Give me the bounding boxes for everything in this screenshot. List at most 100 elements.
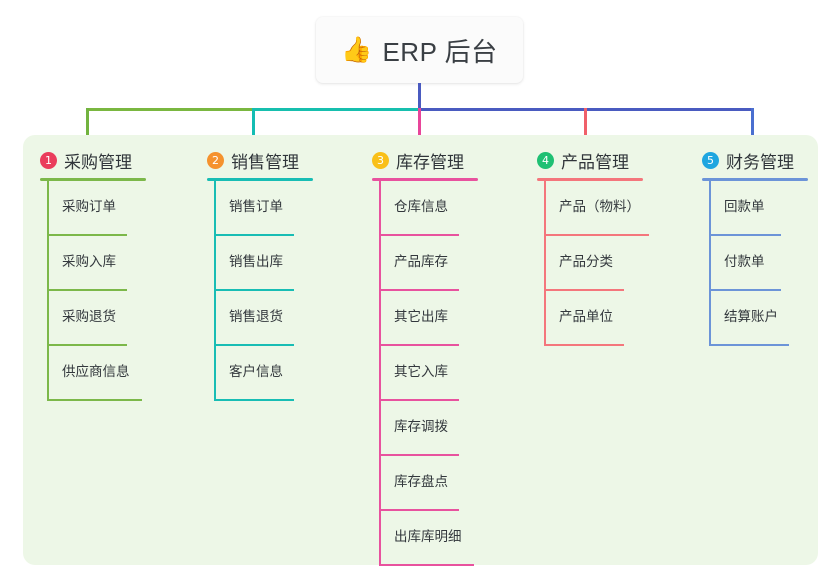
branch-header-rule [537, 178, 643, 181]
branch-items: 销售订单销售出库销售退货客户信息 [207, 181, 357, 401]
branch-item-label: 回款单 [724, 199, 765, 214]
branch-item-label: 供应商信息 [62, 364, 130, 379]
connector-drop-product [584, 108, 587, 136]
branch-header-rule [40, 178, 146, 181]
branch-item-rule [379, 344, 459, 346]
branch-item-rule [709, 234, 781, 236]
branch-item-rule [709, 344, 789, 346]
branch-header-3[interactable]: 3 库存管理 [372, 148, 522, 172]
connector-drop-inventory [418, 108, 421, 136]
branch-column-4: 4 产品管理产品（物料） 产品分类产品单位 [537, 148, 687, 346]
branch-items: 仓库信息产品库存其它出库其它入库库存调拨库存盘点出库库明细 [372, 181, 522, 566]
branch-item[interactable]: 产品（物料） [537, 181, 687, 236]
branch-item[interactable]: 回款单 [702, 181, 832, 236]
branch-item-rule [709, 289, 781, 291]
branch-item-rule [379, 289, 459, 291]
branch-item-rule [214, 289, 294, 291]
branch-items: 采购订单采购入库采购退货供应商信息 [40, 181, 190, 401]
branch-item[interactable]: 付款单 [702, 236, 832, 291]
branch-item-label: 产品（物料） [559, 199, 640, 214]
connector-bar-teal [252, 108, 420, 111]
branch-item-label: 销售出库 [229, 254, 283, 269]
branch-item-label: 销售订单 [229, 199, 283, 214]
branch-item[interactable]: 采购入库 [40, 236, 190, 291]
branch-item-rule [214, 344, 294, 346]
branch-item-label: 产品分类 [559, 254, 613, 269]
branch-item[interactable]: 销售退货 [207, 291, 357, 346]
connector-drop-finance [751, 108, 754, 136]
branch-items: 回款单付款单结算账户 [702, 181, 832, 346]
branch-spine [544, 181, 546, 346]
branch-title: 产品管理 [561, 152, 629, 172]
branch-badge-icon: 3 [372, 151, 389, 169]
connector-drop-procurement [86, 108, 89, 136]
branch-item-rule [47, 344, 127, 346]
branch-badge-icon: 4 [537, 151, 554, 169]
branch-item[interactable]: 库存调拨 [372, 401, 522, 456]
branch-items: 产品（物料） 产品分类产品单位 [537, 181, 687, 346]
branch-item[interactable]: 仓库信息 [372, 181, 522, 236]
branch-item[interactable]: 产品单位 [537, 291, 687, 346]
branch-item-label: 库存调拨 [394, 419, 448, 434]
branch-item-label: 其它入库 [394, 364, 448, 379]
branch-title: 采购管理 [64, 152, 132, 172]
branch-item-label: 销售退货 [229, 309, 283, 324]
branch-item[interactable]: 产品库存 [372, 236, 522, 291]
branch-item-label: 仓库信息 [394, 199, 448, 214]
thumbs-up-icon: 👍 [341, 35, 373, 64]
branch-item-label: 采购入库 [62, 254, 116, 269]
branch-title: 财务管理 [726, 152, 794, 172]
branch-title: 销售管理 [231, 152, 299, 172]
branch-item[interactable]: 产品分类 [537, 236, 687, 291]
branch-column-1: 1 采购管理采购订单采购入库采购退货供应商信息 [40, 148, 190, 401]
branch-header-1[interactable]: 1 采购管理 [40, 148, 190, 172]
branch-item[interactable]: 销售出库 [207, 236, 357, 291]
branch-item[interactable]: 销售订单 [207, 181, 357, 236]
branch-item-rule [379, 399, 459, 401]
branch-column-2: 2 销售管理销售订单销售出库销售退货客户信息 [207, 148, 357, 401]
branch-item[interactable]: 采购订单 [40, 181, 190, 236]
connector-drop-sales [252, 108, 255, 136]
branch-item[interactable]: 出库库明细 [372, 511, 522, 566]
branch-title: 库存管理 [396, 152, 464, 172]
branch-item-rule [47, 399, 142, 401]
root-node[interactable]: 👍 ERP 后台 [316, 17, 523, 83]
branch-item-rule [47, 289, 127, 291]
branch-item-rule [379, 234, 459, 236]
branch-item-label: 结算账户 [724, 309, 778, 324]
branch-item[interactable]: 其它入库 [372, 346, 522, 401]
branch-item-label: 库存盘点 [394, 474, 448, 489]
branch-item[interactable]: 客户信息 [207, 346, 357, 401]
branch-item[interactable]: 库存盘点 [372, 456, 522, 511]
branch-item-label: 产品库存 [394, 254, 448, 269]
branch-item-rule [544, 289, 624, 291]
branch-badge-icon: 1 [40, 151, 57, 169]
branch-badge-icon: 2 [207, 151, 224, 169]
connector-bar-green [86, 108, 254, 111]
root-title: ERP 后台 [382, 36, 498, 67]
branch-spine [47, 181, 49, 401]
connector-trunk [418, 83, 421, 109]
branch-spine [379, 181, 381, 566]
branch-item-label: 客户信息 [229, 364, 283, 379]
branch-item[interactable]: 其它出库 [372, 291, 522, 346]
branch-item-label: 出库库明细 [394, 529, 462, 544]
branch-item-label: 产品单位 [559, 309, 613, 324]
branch-header-4[interactable]: 4 产品管理 [537, 148, 687, 172]
branch-item[interactable]: 供应商信息 [40, 346, 190, 401]
branch-item-rule [544, 234, 649, 236]
branch-item-label: 付款单 [724, 254, 765, 269]
branch-item-rule [379, 564, 474, 566]
branches-panel [23, 135, 818, 565]
branch-item-rule [379, 454, 459, 456]
branch-item-label: 其它出库 [394, 309, 448, 324]
branch-spine [214, 181, 216, 401]
branch-spine [709, 181, 711, 346]
branch-header-2[interactable]: 2 销售管理 [207, 148, 357, 172]
branch-item-rule [47, 234, 127, 236]
branch-item[interactable]: 采购退货 [40, 291, 190, 346]
branch-item[interactable]: 结算账户 [702, 291, 832, 346]
